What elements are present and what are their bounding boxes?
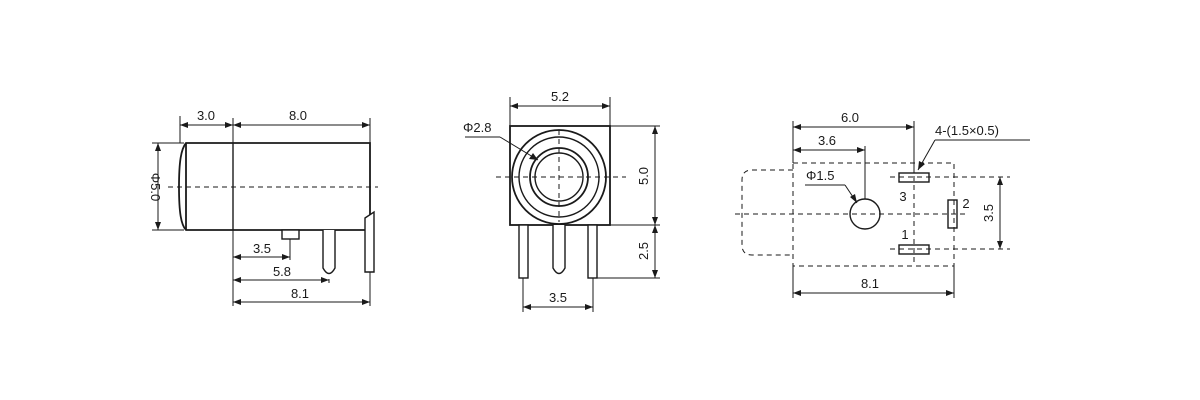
front-left-pin (518, 224, 529, 279)
arrowhead (906, 124, 914, 130)
slot-pin2 (947, 199, 958, 229)
arrowhead (233, 277, 241, 283)
arrowhead (155, 143, 161, 151)
dim-pin2-offset: 5.8 (273, 264, 291, 279)
arrowhead (997, 177, 1003, 185)
pin-label-2: 2 (962, 196, 969, 211)
dim-height: 5.0 (636, 167, 651, 185)
arrowhead (155, 222, 161, 230)
dim-body-length: 8.0 (289, 108, 307, 123)
dim-front-length: 3.0 (197, 108, 215, 123)
dim-center-to-pins: 6.0 (841, 110, 859, 125)
dim-bore-diameter: Φ2.8 (463, 120, 491, 135)
arrowhead (282, 254, 290, 260)
side-middle-pin (322, 230, 336, 275)
arrowhead (857, 147, 865, 153)
front-right-pin (587, 224, 598, 279)
arrowhead (602, 103, 610, 109)
arrowhead (510, 103, 518, 109)
arrowhead (523, 304, 531, 310)
dim-width: 5.2 (551, 89, 569, 104)
side-view: 3.0 8.0 Φ5.0 3.5 5.8 8.1 (148, 108, 378, 306)
arrowhead (850, 194, 857, 203)
arrowhead (585, 304, 593, 310)
arrowhead (918, 161, 925, 170)
arrowhead (233, 122, 241, 128)
dim-pin-length: 2.5 (636, 242, 651, 260)
side-rear-pin (364, 210, 375, 273)
bottom-body-outline (792, 162, 955, 267)
arrowhead (997, 241, 1003, 249)
bottom-view: 3 1 2 6.0 3.6 4-(1.5×0.5) Φ1.5 3.5 (735, 110, 1030, 298)
arrowhead (793, 147, 801, 153)
dim-diameter: Φ5.0 (148, 173, 163, 201)
dim-center-to-hole: 3.6 (818, 133, 836, 148)
arrowhead (652, 126, 658, 134)
arrowhead (652, 225, 658, 233)
arrowhead (946, 290, 954, 296)
arrowhead (180, 122, 188, 128)
arrowhead (233, 299, 241, 305)
front-middle-pin (552, 225, 566, 275)
side-small-tab (281, 229, 300, 240)
dim-hole-diameter: Φ1.5 (806, 168, 834, 183)
arrowhead (362, 122, 370, 128)
arrowhead (652, 217, 658, 225)
dim-pin-pitch: 3.5 (981, 204, 996, 222)
dim-total-length: 8.1 (291, 286, 309, 301)
bottom-front-barrel (741, 169, 793, 256)
pin-label-1: 1 (901, 227, 908, 242)
dim-pin-spacing: 3.5 (549, 290, 567, 305)
arrowhead (233, 254, 241, 260)
arrowhead (362, 299, 370, 305)
dim-slot-size: 4-(1.5×0.5) (935, 123, 999, 138)
arrowhead (321, 277, 329, 283)
arrowhead (793, 290, 801, 296)
dim-pin1-offset: 3.5 (253, 241, 271, 256)
pin-label-3: 3 (899, 189, 906, 204)
front-view: 5.2 Φ2.8 5.0 2.5 3.5 (463, 89, 660, 312)
arrowhead (529, 153, 538, 160)
arrowhead (793, 124, 801, 130)
arrowhead (225, 122, 233, 128)
arrowhead (652, 270, 658, 278)
dim-bottom-total-length: 8.1 (861, 276, 879, 291)
